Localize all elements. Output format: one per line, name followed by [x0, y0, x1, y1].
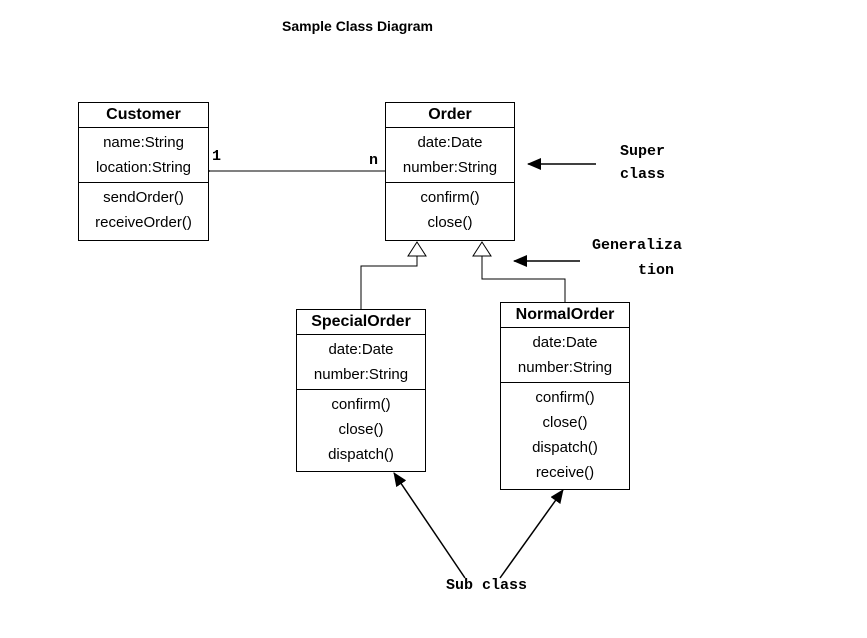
class-name: SpecialOrder [297, 310, 425, 335]
class-name: NormalOrder [501, 303, 629, 328]
generalization-special-line [360, 256, 418, 309]
attributes-section: name:String location:String [79, 128, 208, 183]
attribute: number:String [402, 159, 498, 176]
annotation-generalization-line2: tion [638, 262, 675, 279]
generalization-special-triangle [407, 241, 427, 257]
class-normal-order: NormalOrder date:Date number:String conf… [500, 302, 630, 490]
attribute: location:String [95, 159, 192, 176]
method: confirm() [420, 189, 480, 206]
attribute: number:String [517, 359, 613, 376]
attributes-section: date:Date number:String [297, 335, 425, 390]
method: close() [427, 214, 473, 231]
class-name: Customer [79, 103, 208, 128]
method: receiveOrder() [95, 214, 192, 231]
attributes-section: date:Date number:String [386, 128, 514, 183]
attributes-section: date:Date number:String [501, 328, 629, 383]
methods-section: confirm() close() [386, 183, 514, 237]
method: close() [338, 421, 384, 438]
attribute: date:Date [328, 341, 394, 358]
attribute: date:Date [417, 134, 483, 151]
annotation-sub-class: Sub class [446, 577, 528, 594]
class-order: Order date:Date number:String confirm() … [385, 102, 515, 241]
class-name: Order [386, 103, 514, 128]
attribute: date:Date [532, 334, 598, 351]
method: receive() [535, 464, 595, 481]
methods-section: confirm() close() dispatch() receive() [501, 383, 629, 487]
method: sendOrder() [103, 189, 184, 206]
method: dispatch() [532, 439, 598, 456]
attribute: number:String [313, 366, 409, 383]
method: close() [542, 414, 588, 431]
annotation-super-line2: class [620, 166, 666, 183]
class-special-order: SpecialOrder date:Date number:String con… [296, 309, 426, 472]
multiplicity-order: n [369, 152, 379, 169]
annotation-generalization-line1: Generaliza [592, 237, 683, 254]
class-customer: Customer name:String location:String sen… [78, 102, 209, 241]
generalization-normal-triangle [472, 241, 492, 257]
sub-class-arrow-left [393, 472, 466, 579]
multiplicity-customer: 1 [212, 148, 222, 165]
attribute: name:String [103, 134, 184, 151]
method: confirm() [535, 389, 595, 406]
methods-section: sendOrder() receiveOrder() [79, 183, 208, 237]
diagram-title: Sample Class Diagram [282, 18, 433, 34]
annotation-super-line1: Super [620, 143, 666, 160]
methods-section: confirm() close() dispatch() [297, 390, 425, 469]
method: dispatch() [328, 446, 394, 463]
method: confirm() [331, 396, 391, 413]
generalization-normal-line [481, 256, 566, 302]
sub-class-arrow-right [499, 489, 564, 579]
